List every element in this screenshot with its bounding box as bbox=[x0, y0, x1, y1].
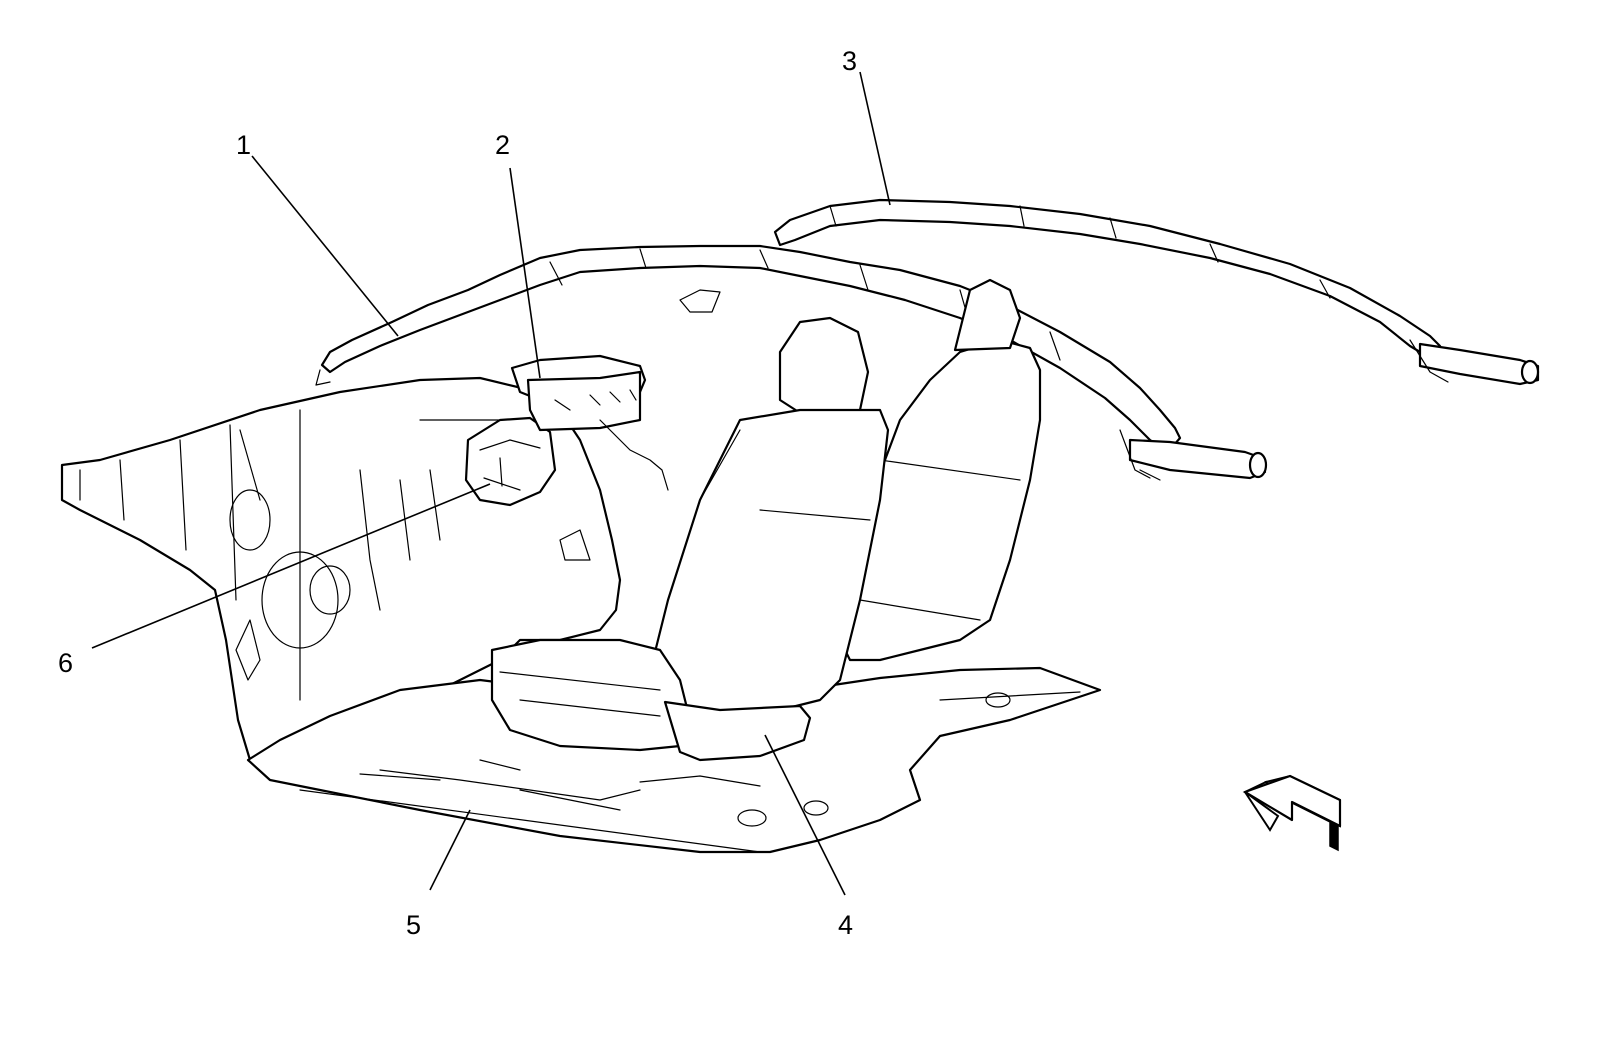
leader-lines bbox=[91, 71, 891, 896]
callout-3: 3 bbox=[842, 46, 857, 76]
callout-6: 6 bbox=[58, 648, 73, 678]
callout-labels: 1 2 3 4 5 6 bbox=[58, 46, 857, 940]
leader-line-6 bbox=[91, 483, 491, 649]
leader-line-5 bbox=[429, 809, 471, 891]
callout-2: 2 bbox=[495, 130, 510, 160]
callout-5: 5 bbox=[406, 910, 421, 940]
leader-line-4 bbox=[764, 734, 846, 896]
roof-rail-airbag-left bbox=[315, 244, 1268, 481]
leader-line-3 bbox=[859, 71, 891, 206]
front-seat bbox=[490, 316, 890, 762]
steering-wheel-airbag bbox=[464, 416, 557, 507]
callout-4: 4 bbox=[838, 910, 853, 940]
view-direction-arrow-icon bbox=[1242, 774, 1342, 852]
roof-rail-airbag-right bbox=[773, 198, 1540, 386]
passenger-airbag-module bbox=[510, 354, 669, 491]
callout-1: 1 bbox=[236, 130, 251, 160]
rear-seat bbox=[838, 278, 1042, 662]
leader-line-1 bbox=[251, 155, 399, 337]
leader-line-2 bbox=[509, 167, 541, 379]
